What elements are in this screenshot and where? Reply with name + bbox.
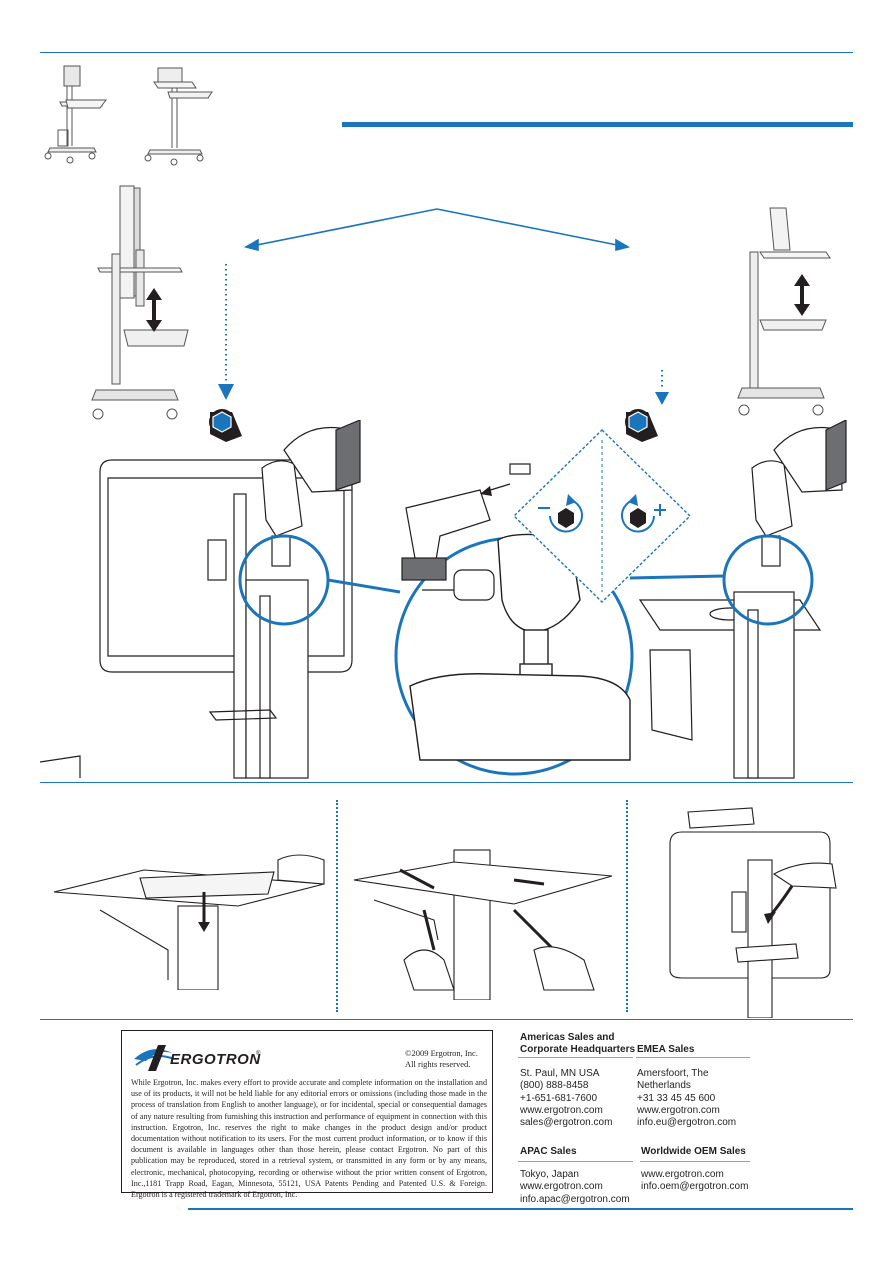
svg-text:ERGOTRON: ERGOTRON	[170, 1051, 261, 1068]
contact-americas: Americas Sales and Corporate Headquarter…	[520, 1032, 636, 1129]
copyright-notice: ©2009 Ergotron, Inc. All rights reserved…	[405, 1048, 485, 1069]
oem-heading: Worldwide OEM Sales	[641, 1146, 746, 1157]
contact-emea: EMEA Sales Amersfoort, The Netherlands +…	[637, 1044, 757, 1129]
ergotron-logo: ERGOTRON ®	[134, 1045, 261, 1071]
emea-line[interactable]: info.eu@ergotron.com	[637, 1117, 737, 1129]
drill-step-illustration	[40, 420, 847, 779]
section-rule-1	[40, 782, 853, 783]
step-divider-1	[336, 800, 338, 1012]
oem-line[interactable]: info.oem@ergotron.com	[641, 1181, 749, 1193]
apac-divider	[518, 1161, 633, 1162]
shelf-screw-step	[353, 849, 613, 1000]
emea-line: Amersfoort, The Netherlands	[637, 1068, 709, 1092]
emea-divider	[636, 1057, 750, 1058]
contact-apac: APAC Sales Tokyo, Japan www.ergotron.com…	[520, 1146, 636, 1206]
cart-laptop-diagram	[737, 207, 831, 416]
americas-line[interactable]: www.ergotron.com	[520, 1104, 603, 1116]
dotted-arrow-left	[218, 264, 234, 400]
copyright-line-1: ©2009 Ergotron, Inc.	[405, 1048, 478, 1058]
section-rule-2	[40, 1019, 853, 1020]
americas-heading-line-2: Corporate Headquarters	[520, 1044, 636, 1055]
emea-line[interactable]: www.ergotron.com	[637, 1104, 720, 1116]
hex-socket-icon	[625, 409, 658, 442]
cart-thumbnail-monitor	[44, 65, 107, 164]
americas-line: +1-651-681-7600	[520, 1092, 598, 1104]
oem-divider	[640, 1161, 750, 1162]
contact-oem: Worldwide OEM Sales www.ergotron.com inf…	[641, 1146, 761, 1194]
apac-line[interactable]: info.apac@ergotron.com	[520, 1193, 630, 1205]
up-down-arrow-icon	[146, 288, 162, 332]
emea-heading: EMEA Sales	[637, 1044, 695, 1055]
title-bar	[342, 122, 853, 127]
americas-line[interactable]: sales@ergotron.com	[520, 1117, 613, 1129]
apac-heading: APAC Sales	[520, 1146, 577, 1157]
up-down-arrow-icon	[794, 274, 810, 316]
rotate-counterclockwise-minus-icon	[538, 494, 583, 533]
oem-line[interactable]: www.ergotron.com	[641, 1169, 724, 1180]
emea-line: +31 33 45 45 600	[637, 1092, 716, 1104]
copyright-line-2: All rights reserved.	[405, 1058, 471, 1069]
svg-text:®: ®	[256, 1050, 261, 1057]
split-arrow	[243, 208, 631, 252]
dotted-arrow-right	[655, 370, 669, 405]
rotate-clockwise-plus-icon	[621, 494, 666, 533]
cover-install-step	[669, 807, 837, 1018]
americas-divider	[518, 1057, 633, 1058]
apac-line: Tokyo, Japan	[520, 1169, 579, 1180]
top-rule	[40, 52, 853, 53]
shelf-install-step	[53, 854, 325, 990]
hex-socket-icon	[209, 409, 242, 442]
cart-monitor-diagram	[91, 185, 189, 420]
americas-line: (800) 888-8458	[520, 1080, 589, 1092]
bottom-rule	[188, 1208, 853, 1210]
legal-disclaimer-box: ERGOTRON ® ©2009 Ergotron, Inc. All righ…	[121, 1030, 493, 1199]
americas-line: St. Paul, MN USA	[520, 1068, 600, 1079]
cart-thumbnail-laptop	[144, 67, 213, 166]
disclaimer-text: While Ergotron, Inc. makes every effort …	[131, 1078, 487, 1200]
step-divider-2	[626, 800, 628, 1012]
apac-line[interactable]: www.ergotron.com	[520, 1181, 603, 1193]
americas-heading-line-1: Americas Sales and	[520, 1032, 615, 1043]
